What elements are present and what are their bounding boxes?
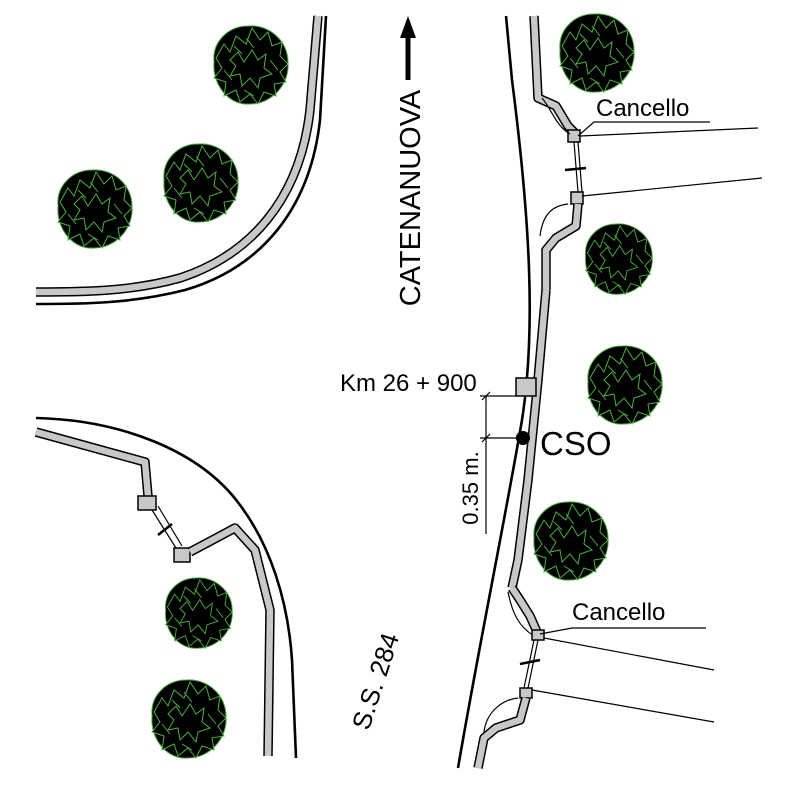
tree-icon xyxy=(164,577,233,649)
tree-icon xyxy=(57,169,133,249)
tree-icon xyxy=(559,13,635,93)
tree-icon xyxy=(213,25,289,105)
gate-label-top: Cancello xyxy=(596,95,689,122)
gate-label-bottom: Cancello xyxy=(572,599,665,626)
side-streets xyxy=(531,127,763,723)
tree-icon xyxy=(163,143,239,223)
tree-icon xyxy=(584,223,653,295)
direction-label: CATENANUOVA xyxy=(395,89,427,306)
km-label: Km 26 + 900 xyxy=(340,370,477,397)
offset-label: 0.35 m. xyxy=(458,451,483,524)
gate-leader-bottom xyxy=(539,627,706,635)
gate-leader-top xyxy=(577,121,710,137)
offset-dimension xyxy=(480,391,520,534)
cso-label: CSO xyxy=(540,425,612,462)
road-name-label: S.S. 284 xyxy=(346,629,405,733)
tree-icon xyxy=(587,345,663,425)
curb-top-left xyxy=(35,15,328,306)
tree-icon xyxy=(151,679,227,759)
curb-bottom-left xyxy=(34,416,298,759)
tree-icon xyxy=(533,501,609,581)
north-arrow-icon xyxy=(400,16,416,80)
main-road xyxy=(456,15,587,769)
point-marker-icon xyxy=(516,431,530,445)
